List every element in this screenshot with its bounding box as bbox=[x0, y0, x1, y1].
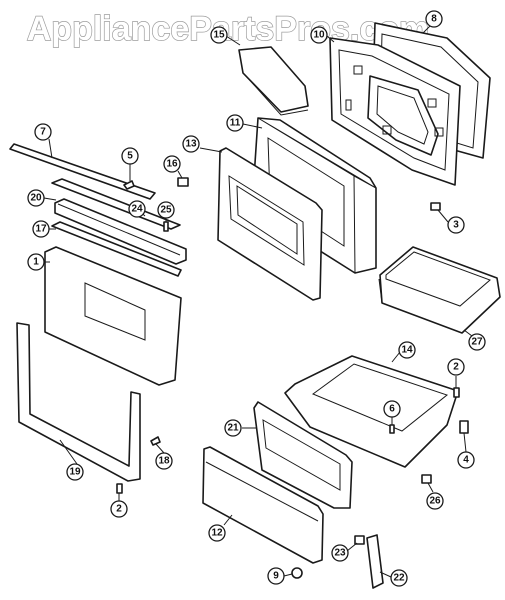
callout-26: 26 bbox=[426, 492, 444, 510]
callout-7: 7 bbox=[34, 123, 52, 141]
callout-17: 17 bbox=[32, 220, 50, 238]
callout-8: 8 bbox=[425, 10, 443, 28]
callout-14: 14 bbox=[398, 341, 416, 359]
callout-13: 13 bbox=[182, 135, 200, 153]
svg-text:11: 11 bbox=[230, 118, 241, 129]
svg-text:20: 20 bbox=[30, 193, 42, 204]
callout-4: 4 bbox=[457, 451, 475, 469]
callout-16: 16 bbox=[163, 155, 181, 173]
part-23-clip bbox=[354, 535, 365, 545]
svg-text:19: 19 bbox=[69, 467, 81, 478]
callout-5: 5 bbox=[121, 147, 139, 165]
svg-text:2: 2 bbox=[116, 504, 122, 515]
part-3-bracket bbox=[430, 202, 441, 211]
svg-text:25: 25 bbox=[160, 205, 172, 216]
callout-27: 27 bbox=[468, 333, 486, 351]
part-2-screw-bottom bbox=[116, 483, 123, 494]
callout-10: 10 bbox=[310, 26, 328, 44]
callout-9: 9 bbox=[267, 567, 285, 585]
part-2-screw-drawer bbox=[453, 387, 460, 398]
part-9-knob bbox=[291, 567, 303, 579]
svg-text:9: 9 bbox=[273, 571, 279, 582]
callout-12: 12 bbox=[208, 524, 226, 542]
svg-text:4: 4 bbox=[463, 455, 469, 466]
part-26-clip bbox=[421, 474, 432, 484]
svg-text:8: 8 bbox=[431, 14, 437, 25]
svg-text:21: 21 bbox=[227, 423, 239, 434]
part-13-door-liner bbox=[217, 147, 323, 301]
part-22-foot bbox=[366, 534, 384, 589]
part-6-screw bbox=[389, 424, 395, 434]
part-14-drawer-pan bbox=[284, 355, 459, 468]
callout-2-bottom: 2 bbox=[110, 500, 128, 518]
svg-text:18: 18 bbox=[158, 456, 170, 467]
callout-19: 19 bbox=[66, 463, 84, 481]
part-11-door-insulation bbox=[251, 117, 377, 274]
callout-6: 6 bbox=[383, 400, 401, 418]
svg-text:6: 6 bbox=[389, 404, 395, 415]
svg-text:23: 23 bbox=[334, 548, 346, 559]
svg-text:26: 26 bbox=[429, 496, 441, 507]
part-27-storage-drawer bbox=[378, 246, 501, 334]
part-19-bottom-frame bbox=[16, 322, 141, 482]
callout-25: 25 bbox=[157, 201, 175, 219]
part-25-screw bbox=[163, 221, 169, 232]
callout-18: 18 bbox=[155, 452, 173, 470]
part-24-vent-panel bbox=[54, 198, 187, 265]
part-17-gasket-strip bbox=[51, 221, 182, 277]
svg-text:22: 22 bbox=[393, 573, 405, 584]
part-16-clip bbox=[177, 177, 189, 187]
part-7-rod bbox=[9, 143, 156, 200]
part-21-side-bracket bbox=[253, 401, 353, 509]
callout-23: 23 bbox=[331, 544, 349, 562]
svg-text:10: 10 bbox=[313, 30, 325, 41]
callout-3: 3 bbox=[447, 216, 465, 234]
callout-2-right: 2 bbox=[447, 358, 465, 376]
svg-text:3: 3 bbox=[453, 220, 459, 231]
svg-text:13: 13 bbox=[185, 139, 197, 150]
part-10-door-inner-frame bbox=[329, 37, 461, 186]
callout-1: 1 bbox=[27, 253, 45, 271]
svg-text:24: 24 bbox=[131, 204, 143, 215]
part-12-drawer-front bbox=[202, 446, 324, 564]
callout-22: 22 bbox=[390, 569, 408, 587]
part-5-screw bbox=[123, 180, 135, 190]
svg-text:2: 2 bbox=[453, 362, 459, 373]
part-15-door-glass bbox=[238, 46, 309, 116]
callout-21: 21 bbox=[224, 419, 242, 437]
part-4-roller bbox=[459, 420, 469, 434]
callout-20: 20 bbox=[27, 189, 45, 207]
svg-text:5: 5 bbox=[127, 151, 133, 162]
svg-text:15: 15 bbox=[213, 30, 225, 41]
svg-text:14: 14 bbox=[401, 345, 413, 356]
svg-text:27: 27 bbox=[471, 337, 483, 348]
svg-text:16: 16 bbox=[166, 159, 178, 170]
svg-text:12: 12 bbox=[211, 528, 223, 539]
callout-11: 11 bbox=[226, 114, 244, 132]
leader-lines bbox=[43, 25, 473, 578]
svg-text:17: 17 bbox=[35, 224, 47, 235]
callout-15: 15 bbox=[210, 26, 228, 44]
svg-text:1: 1 bbox=[33, 257, 39, 268]
svg-text:7: 7 bbox=[40, 127, 46, 138]
watermark: AppliancePartsPros.com bbox=[27, 10, 429, 48]
part-1-door-outer-glass bbox=[44, 246, 182, 386]
callout-24: 24 bbox=[128, 200, 146, 218]
part-18-screw bbox=[150, 436, 161, 446]
